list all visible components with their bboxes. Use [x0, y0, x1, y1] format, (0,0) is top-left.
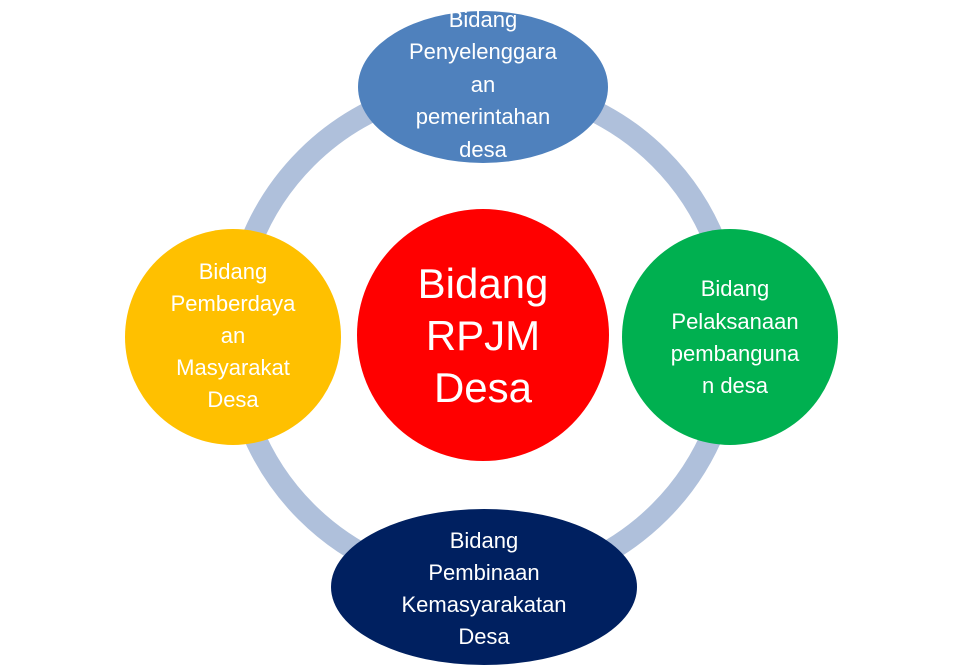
center-label-line: Desa — [434, 364, 533, 411]
top-node-label-line: desa — [459, 137, 507, 162]
top-node-label-line: an — [471, 72, 495, 97]
left-node-label: Bidang Pemberdaya an Masyarakat Desa — [171, 259, 297, 412]
bottom-node-label: Bidang Pembinaan Kemasyarakatan Desa — [401, 528, 566, 649]
bottom-node-label-line: Pembinaan — [428, 560, 539, 585]
left-node-label-line: Masyarakat — [176, 355, 290, 380]
bottom-node-label-line: Kemasyarakatan — [401, 592, 566, 617]
center-circle — [357, 209, 609, 461]
top-node-label-line: Penyelenggara — [409, 39, 558, 64]
center-label: Bidang RPJM Desa — [418, 260, 549, 411]
left-node-label-line: an — [221, 323, 245, 348]
top-node-label-line: Bidang — [449, 7, 518, 32]
center-label-line: RPJM — [426, 312, 540, 359]
right-node-label-line: n desa — [702, 373, 769, 398]
left-node-label-line: Desa — [207, 387, 259, 412]
top-node-label: Bidang Penyelenggara an pemerintahan des… — [409, 7, 558, 162]
right-node-label-line: pembanguna — [671, 341, 800, 366]
right-node-label-line: Pelaksanaan — [671, 309, 798, 334]
left-node-label-line: Pemberdaya — [171, 291, 297, 316]
left-node-label-line: Bidang — [199, 259, 268, 284]
right-node — [622, 229, 838, 445]
center-label-line: Bidang — [418, 260, 549, 307]
left-node — [125, 229, 341, 445]
right-node-label: Bidang Pelaksanaan pembanguna n desa — [671, 276, 800, 398]
bottom-node-label-line: Bidang — [450, 528, 519, 553]
top-node — [358, 11, 608, 163]
top-node-label-line: pemerintahan — [416, 104, 551, 129]
bottom-node — [331, 509, 637, 665]
right-node-label-line: Bidang — [701, 276, 770, 301]
bottom-node-label-line: Desa — [458, 624, 510, 649]
